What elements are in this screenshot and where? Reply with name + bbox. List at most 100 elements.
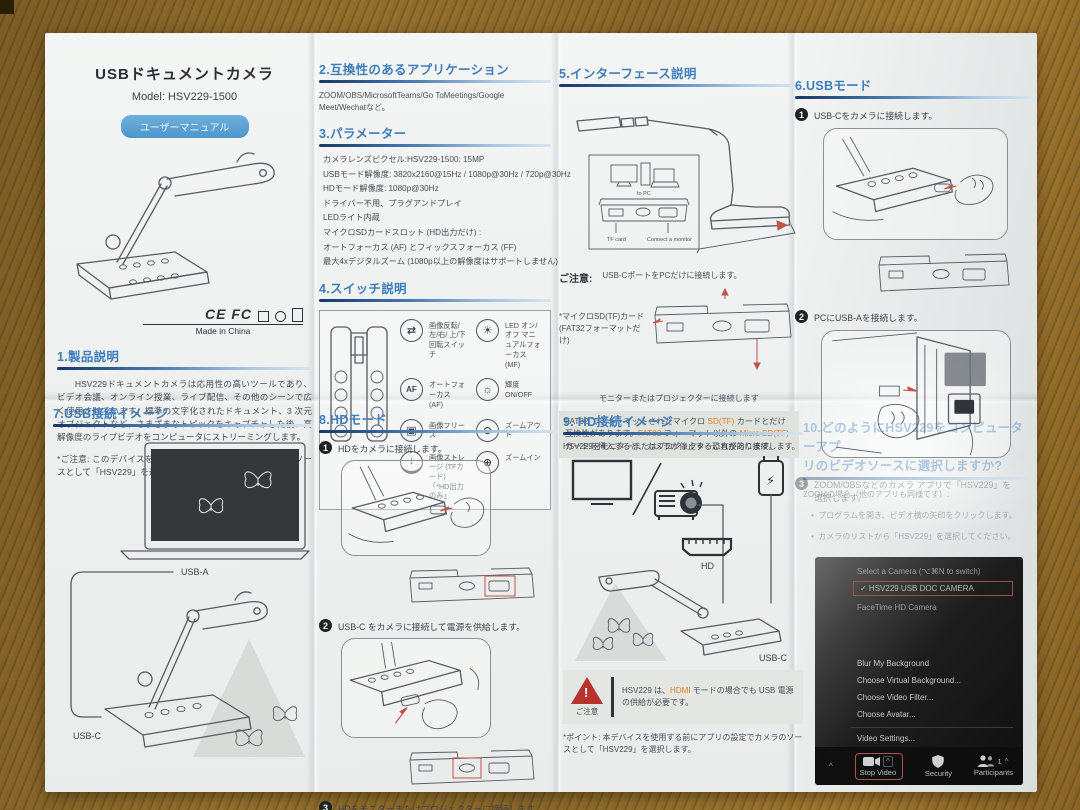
section7-heading: 7.USB接続イメージ (53, 407, 168, 421)
menu-item-video-settings: Video Settings... (857, 734, 916, 744)
section2-rule (319, 80, 551, 83)
section10-bullet1: • プログラムを開き、ビデオ横の矢印をクリックします。 (811, 511, 1017, 521)
ports-strip-small (878, 253, 1010, 292)
section10-bullet2: • カメラのリストから「HSV229」を選択してください。 (811, 532, 1016, 542)
svg-text:to PC: to PC (637, 191, 651, 197)
panel-8: 8.HDモード 1 HDをカメラに接続します。 2 USB-C をカメラに接続し… (319, 409, 557, 810)
caution-title: ご注意: (559, 274, 593, 285)
rotate-icon: ⇄ (400, 318, 423, 342)
camera-menu-header: Select a Camera (⌥⌘N to switch) (857, 567, 981, 577)
camera-select-caret: ^ (882, 755, 893, 767)
stop-video-label: Stop Video (859, 767, 897, 777)
spec-item: マイクロSDカードスロット (HD出力だけ) : (323, 227, 482, 237)
recycle-icon (275, 311, 286, 322)
spec-item: ドライバー不用、プラグアンドプレイ (323, 198, 462, 208)
section10-intro: ZOOMの場合（他のアプリも同様です）: (803, 490, 950, 500)
section3-heading: 3.パラメーター (319, 127, 407, 141)
fold-crease (307, 33, 319, 792)
usb-c-label: USB-C (73, 731, 102, 741)
fat32-text: カードを挿入すると、カメラが停止する恐れがあります。 (565, 441, 777, 451)
hd-connection-illustration: ⚡ HD USB-C (571, 456, 788, 663)
svg-text:TF card: TF card (607, 237, 626, 243)
participants-caret: ^ (1004, 756, 1009, 766)
ports-strip-usbc-highlight (409, 749, 535, 785)
participant-count: 1 (997, 756, 1002, 766)
shield-icon (932, 754, 945, 768)
ports-callout-diagram: *マイクロSD(TF)カード(FAT32フォーマットだけ) (559, 285, 799, 393)
section1-rule (57, 367, 312, 370)
section6-rule (795, 96, 1035, 99)
interface-diagram: to PC TF card Connect a monitor (576, 116, 796, 254)
section2-heading: 2.互換性のあるアプリケーション (319, 63, 509, 77)
hd-connect-illustration (341, 460, 491, 556)
spec-item: カメラレンズピクセル:HSV229-1500: 15MP (323, 155, 485, 164)
legend-autofocus: AF オートフォーカス (AF) (400, 378, 466, 409)
section4-heading: 4.スイッチ説明 (319, 281, 407, 296)
security-label: Security (924, 768, 953, 778)
ports-strip-illustration (652, 287, 792, 371)
legend-rotate: ⇄ 画像反転/左/右/ 上/下回転スイッチ (400, 318, 466, 370)
switch-legend: ⇄ 画像反転/左/右/ 上/下回転スイッチ ☀ LED オン/オフ マニュアルフ… (400, 318, 542, 502)
section5-heading: 5.インターフェース説明 (559, 67, 697, 81)
security-button: Security (924, 754, 953, 778)
made-in-china-label: Made in China (143, 324, 303, 336)
legend-label: 画像反転/左/右/ 上/下回転スイッチ (429, 320, 466, 359)
panel-cover: USBドキュメントカメラ Model: HSV229-1500 ユーザーマニュア… (57, 63, 312, 479)
usb-connection-illustration: USB-A USB-C (70, 442, 310, 757)
facetime-camera-item: FaceTime HD Camera (857, 603, 937, 613)
point-note: *ポイント: 本デバイスを使用する前にアプリの設定でカメラのソースとして「HSV… (563, 733, 803, 754)
section4-rule (319, 298, 551, 302)
step-1-number: 1 (795, 108, 808, 121)
product-model: Model: HSV229-1500 (131, 91, 238, 103)
section7-rule (53, 424, 315, 427)
led-icon: ☀ (476, 318, 499, 342)
svg-text:Connect a monitor: Connect a monitor (647, 237, 692, 243)
usba-pc-illustration (821, 330, 1011, 458)
spec-list: カメラレンズピクセル:HSV229-1500: 15MP USBモード解像度: … (323, 153, 571, 270)
step-3-number: 3 (319, 801, 332, 810)
storage-icon: ↓ (400, 450, 423, 474)
video-camera-icon (862, 756, 880, 766)
section9-rule (563, 432, 803, 435)
ports-strip-hd-highlight (409, 567, 535, 603)
step-1-text: HDをカメラに接続します。 (338, 444, 447, 454)
section10-rule (803, 477, 1036, 481)
menu-item-virtual-bg: Choose Virtual Background... (857, 676, 961, 686)
participants-button: 1 ^ Participants (974, 755, 1013, 777)
hdmi-plug-icon: HD (681, 537, 733, 571)
brightness-icon: ☼ (476, 378, 499, 402)
menu-divider (851, 727, 1013, 729)
usb-power-plug: ⚡ (758, 456, 784, 496)
step-2-number: 2 (795, 310, 808, 323)
section5-rule (559, 84, 799, 87)
section10-heading-line1: 10.どのようにHSV229をコンピューターアプ (803, 421, 1024, 454)
legend-label: 輝度ON/OFF (505, 380, 533, 400)
table-corner-dark-spot (0, 0, 14, 14)
section8-rule (319, 430, 557, 433)
legend-label: LED オン/オフ マニュアルフォーカス (MF) (505, 320, 541, 369)
warning-triangle-icon: ! (571, 677, 603, 704)
participants-label: Participants (973, 768, 1013, 778)
weee-icon (292, 308, 303, 322)
caret-left: ^ (829, 761, 833, 771)
monitor-connect-label: モニターまたはプロジェクターに接続します (599, 394, 759, 403)
legend-zoom-in: ⊕ ズームイン (476, 450, 542, 502)
usbc-note: USB-CポートをPCだけに接続します。 (602, 271, 742, 280)
switch-description-box: ⇄ 画像反転/左/右/ 上/下回転スイッチ ☀ LED オン/オフ マニュアルフ… (319, 309, 551, 511)
cert-icon (258, 311, 269, 322)
section1-body: HSV229ドキュメントカメラは応用性の高いツールであり、ビデオ会議、オンライン… (57, 379, 312, 443)
fat32-text: FAT32 でフォーマットされたマイクロ (565, 417, 708, 426)
user-manual-badge: ユーザーマニュアル (120, 115, 249, 138)
step-1-number: 1 (319, 441, 332, 454)
fold-crease (551, 33, 563, 792)
warning-divider (611, 677, 614, 717)
document-camera-illustration (76, 152, 275, 300)
zoom-in-icon: ⊕ (476, 450, 499, 474)
zoom-app-screenshot: Select a Camera (⌥⌘N to switch) ✓ HSV229… (815, 557, 1023, 786)
panel-6: 6.USBモード 1 USB-Cをカメラに接続します。 2 PCにUSB-Aを接… (795, 75, 1035, 504)
step-3-text: ZOOM/OBSなどのカメラ アプリで「HSV229」を選択します。 (814, 480, 1011, 503)
legend-brightness: ☼ 輝度ON/OFF (476, 378, 542, 409)
usbc-connect-illustration (823, 128, 1008, 240)
section8-heading: 8.HDモード (319, 413, 388, 427)
section1-heading: 1.製品説明 (57, 350, 120, 364)
